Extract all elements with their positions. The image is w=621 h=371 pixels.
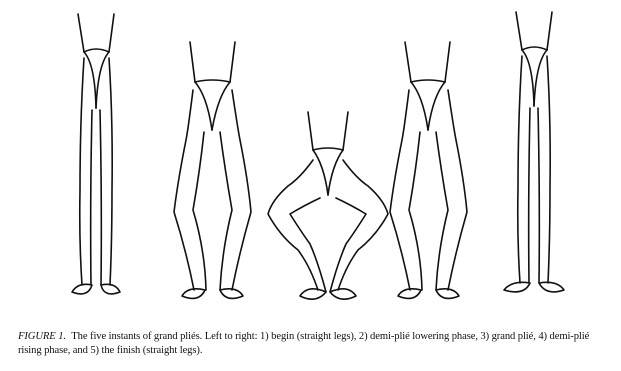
dancer-figure-grand-plie (268, 112, 388, 299)
dancer-figure-demi-plie-rising (390, 42, 467, 298)
figure-label: FIGURE 1. (18, 331, 66, 342)
figure-caption-text: The five instants of grand pliés. Left t… (18, 331, 589, 356)
dancer-figure-begin (72, 14, 120, 294)
grand-plie-illustration (0, 0, 621, 325)
dancer-figure-demi-plie-lowering (174, 42, 251, 298)
dancer-figure-finish (504, 12, 564, 292)
figure-caption: FIGURE 1. The five instants of grand pli… (18, 330, 614, 358)
